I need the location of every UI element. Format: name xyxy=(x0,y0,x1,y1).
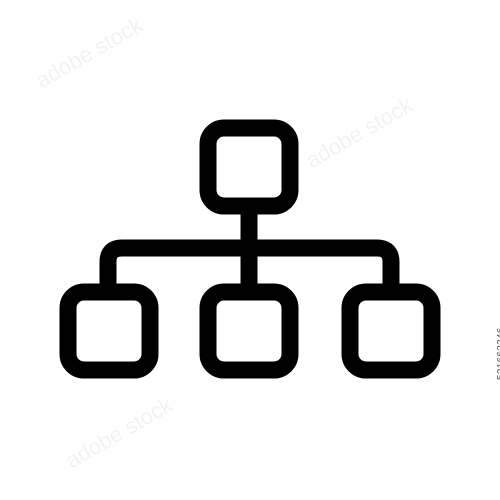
branch-connector xyxy=(99,239,400,297)
top-node-box xyxy=(199,119,299,215)
bottom-center-node-box xyxy=(199,283,299,379)
image-id-watermark: 521663346 xyxy=(496,327,500,380)
bottom-left-node-box xyxy=(59,283,159,379)
bottom-right-node-box xyxy=(341,283,441,379)
